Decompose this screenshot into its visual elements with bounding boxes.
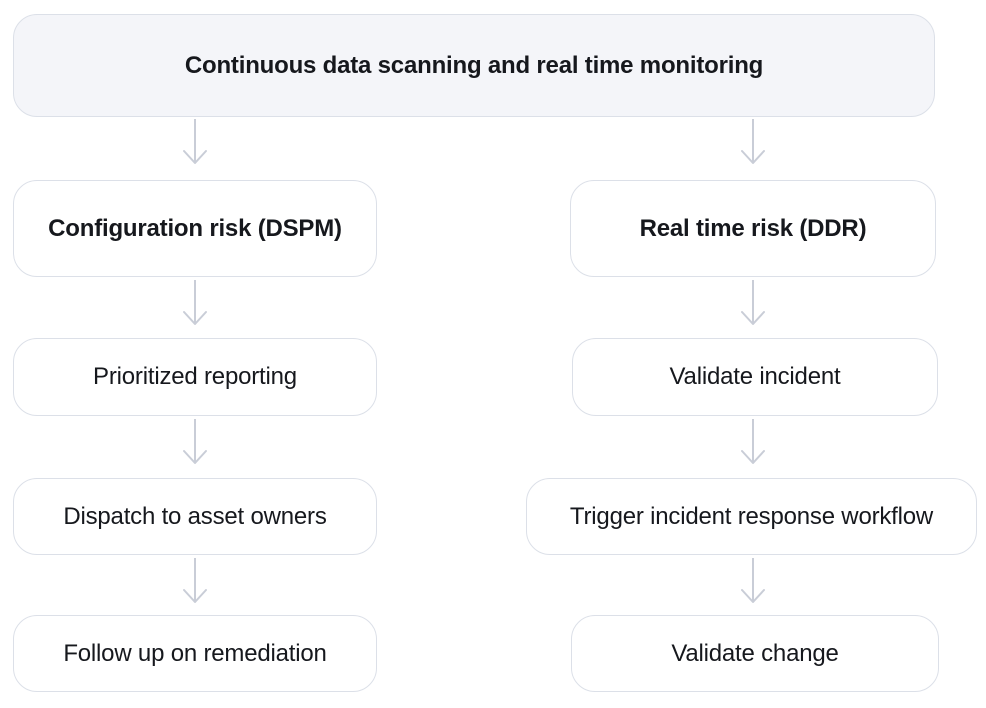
node-validate-incident: Validate incident [572,338,938,416]
node-label: Trigger incident response workflow [569,502,934,530]
arrow-down-icon [180,419,210,467]
arrow-down-icon [738,558,768,606]
arrow-down-icon [180,558,210,606]
arrow-down-icon [738,280,768,328]
node-label: Dispatch to asset owners [63,502,327,530]
node-continuous-data-scanning: Continuous data scanning and real time m… [13,14,935,117]
arrow-down-icon [738,419,768,467]
arrow-down-icon [738,119,768,167]
node-validate-change: Validate change [571,615,939,692]
node-dispatch-to-asset-owners: Dispatch to asset owners [13,478,377,555]
node-follow-up-on-remediation: Follow up on remediation [13,615,377,692]
node-label: Validate incident [669,363,841,390]
node-prioritized-reporting: Prioritized reporting [13,338,377,416]
node-label: Real time risk (DDR) [639,214,867,242]
node-trigger-incident-response-workflow: Trigger incident response workflow [526,478,977,555]
node-label: Follow up on remediation [63,639,327,667]
arrow-down-icon [180,280,210,328]
node-configuration-risk-dspm: Configuration risk (DSPM) [13,180,377,277]
arrow-down-icon [180,119,210,167]
node-label: Continuous data scanning and real time m… [184,51,764,79]
node-real-time-risk-ddr: Real time risk (DDR) [570,180,936,277]
node-label: Prioritized reporting [93,363,297,390]
node-label: Configuration risk (DSPM) [48,214,342,242]
node-label: Validate change [671,639,839,667]
